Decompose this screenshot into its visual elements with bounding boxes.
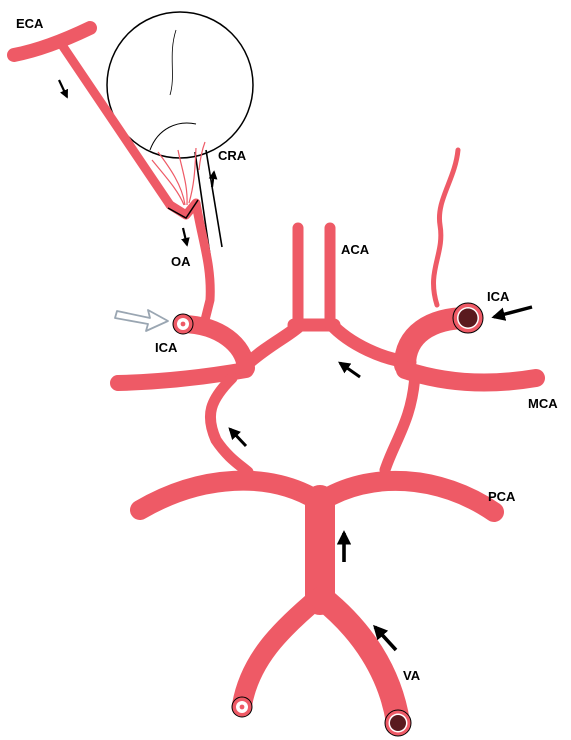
- left-middle-cerebral-artery: [405, 370, 536, 383]
- flow-arrows: [59, 80, 532, 650]
- label-cra: CRA: [218, 148, 247, 163]
- right-vertebral-artery: [242, 598, 318, 705]
- label-ica-left: ICA: [155, 340, 178, 355]
- left-ica-flow-arrow: [494, 307, 532, 317]
- label-oa: OA: [171, 254, 191, 269]
- right-va-cross-section: [232, 697, 252, 717]
- left-va-cross-section: [385, 710, 411, 736]
- pcom-flow-arrow: [230, 429, 246, 446]
- label-va: VA: [403, 668, 421, 683]
- right-posterior-cerebral-artery: [140, 481, 320, 510]
- label-eca: ECA: [16, 16, 44, 31]
- label-aca: ACA: [341, 242, 370, 257]
- hollow-flow-arrow: [115, 310, 168, 331]
- acom-flow-arrow: [340, 363, 360, 377]
- cra-flow-arrow: [212, 172, 214, 187]
- oa-flow-arrow: [183, 228, 187, 245]
- label-pca: PCA: [488, 489, 516, 504]
- right-posterior-communicating-artery: [210, 378, 248, 472]
- left-ica-cross-section: [453, 303, 483, 333]
- external-carotid-artery: [14, 28, 90, 55]
- left-vertebral-artery: [322, 598, 398, 722]
- eca-flow-arrow: [59, 80, 67, 97]
- label-mca: MCA: [528, 396, 558, 411]
- left-posterior-communicating-artery: [385, 375, 415, 470]
- right-ica-cross-section: [173, 314, 193, 334]
- label-ica-right: ICA: [487, 289, 510, 304]
- right-internal-carotid-artery: [183, 324, 246, 368]
- left-ophthalmic-branch: [434, 150, 458, 305]
- left-posterior-cerebral-artery: [320, 481, 494, 512]
